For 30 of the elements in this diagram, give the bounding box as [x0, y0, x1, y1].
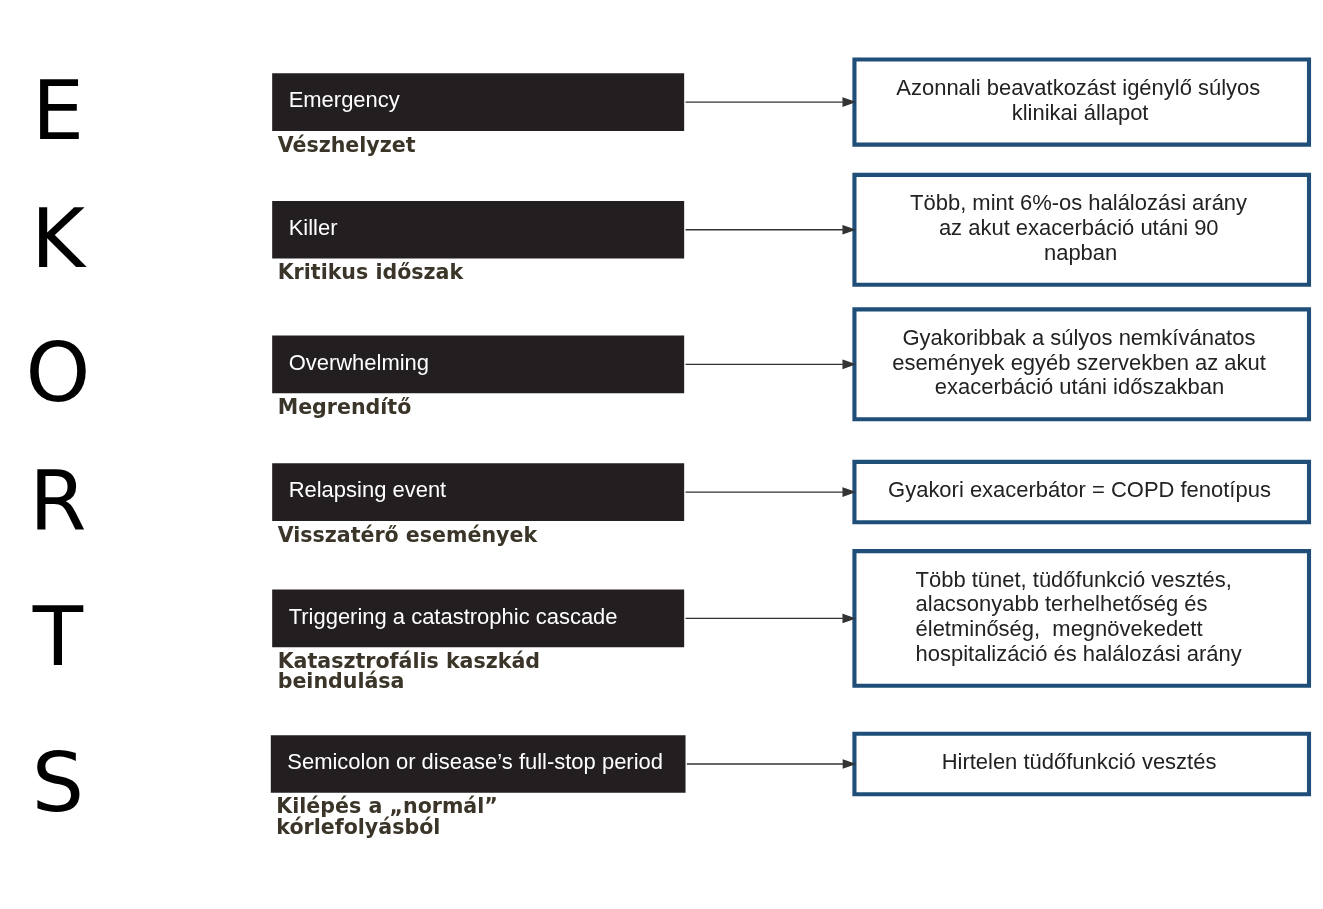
arrow [684, 486, 857, 497]
node-box: Overwhelming [272, 335, 685, 393]
node-label: Visszatérő események [277, 522, 538, 547]
node-box: Killer [272, 200, 685, 259]
node-box: Több, mint 6%-os halálozási arány az akut exacerbáció utáni 90 napban [852, 172, 1312, 287]
arrow [684, 359, 857, 369]
arrow [686, 758, 857, 769]
arrow [684, 613, 857, 623]
node-box: Hirtelen tüdőfunkció vesztés [852, 731, 1312, 796]
node-label: Vészhelyzet [277, 132, 416, 156]
node-label: Megrendítő [277, 394, 412, 419]
label: T [32, 588, 84, 684]
node-box: Relapsing event [272, 462, 685, 521]
label: O [25, 324, 91, 420]
label: K [30, 190, 85, 286]
node-box: Több tünet, tüdőfunkció vesztés, alacsonyabb terhelhetőség és életminőség, megnövekedett hospitalizáció és halálozási arány [852, 548, 1312, 688]
node-box: Triggering a catastrophic cascade [272, 589, 685, 647]
arrow [684, 96, 857, 107]
node-box: Azonnali beavatkozást igénylő súlyos klinikai állapot [852, 56, 1312, 147]
arrow [684, 224, 857, 235]
label: R [29, 452, 87, 548]
node-box: Emergency [272, 72, 685, 131]
node-box: Gyakoribbak a súlyos nemkívánatos események egyéb szervekben az akut exacerbáció utáni időszakban [852, 306, 1312, 421]
node-label: Katasztrofális kaszkád beindulása [277, 648, 541, 693]
node-box: Gyakori exacerbátor = COPD fenotípus [852, 459, 1312, 524]
node-label: Kilépés a „normál” kórlefolyásból [276, 793, 498, 839]
node-label: Kritikus időszak [277, 259, 464, 284]
label: E [31, 62, 84, 158]
label: S [31, 734, 85, 830]
node-box: Semicolon or disease’s full-stop period [270, 734, 686, 793]
